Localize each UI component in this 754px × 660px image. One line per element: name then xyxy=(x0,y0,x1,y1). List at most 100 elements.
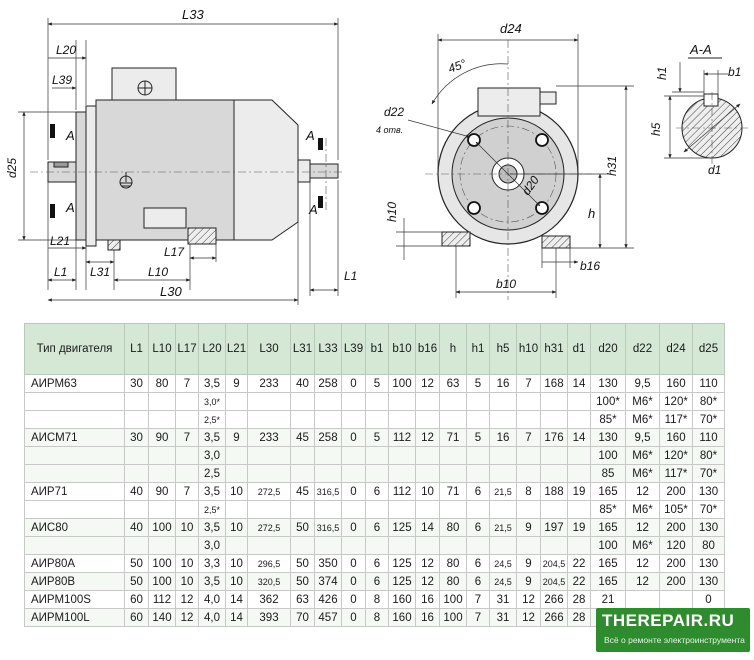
table-cell xyxy=(290,446,315,465)
cell-motor-type xyxy=(24,410,125,429)
table-cell: 3,5 xyxy=(198,482,226,501)
table-cell xyxy=(439,410,467,429)
table-cell: 120* xyxy=(659,446,693,465)
table-cell xyxy=(247,464,291,483)
table-cell: 105* xyxy=(659,500,693,519)
dim-l1-right: L1 xyxy=(344,269,357,283)
table-cell: 12 xyxy=(625,554,660,573)
table-cell: 63 xyxy=(439,374,467,393)
table-cell xyxy=(466,392,490,411)
table-cell: 200 xyxy=(659,518,693,537)
table-cell: 112 xyxy=(388,482,416,501)
table-cell: 100 xyxy=(439,590,467,609)
table-cell: 3,0* xyxy=(198,392,226,411)
dim-b10: b10 xyxy=(496,277,516,291)
watermark-title: THEREPAIR.RU xyxy=(602,611,735,630)
table-cell xyxy=(175,500,199,519)
table-cell xyxy=(466,464,490,483)
cell-motor-type: АИРМ63 xyxy=(24,374,125,393)
table-cell xyxy=(540,464,568,483)
table-cell: 2,5* xyxy=(198,500,226,519)
table-cell: 30 xyxy=(124,428,149,447)
table-cell: 6 xyxy=(466,518,490,537)
section-a-a: A-A h1 b1 h5 d1 xyxy=(649,42,748,177)
table-cell xyxy=(175,464,199,483)
table-cell: 130 xyxy=(590,374,626,393)
table-cell xyxy=(567,410,591,429)
table-cell: 50 xyxy=(290,518,315,537)
dim-b1: b1 xyxy=(728,65,741,79)
header-l31: L31 xyxy=(290,323,315,375)
fan-cover xyxy=(233,99,299,241)
table-cell: 14 xyxy=(225,608,248,627)
ground-icon xyxy=(119,172,133,189)
table-cell: 10 xyxy=(175,554,199,573)
table-cell: 40 xyxy=(124,518,149,537)
table-cell: 21,5 xyxy=(489,518,517,537)
dim-d24: d24 xyxy=(500,21,522,36)
table-cell: 362 xyxy=(247,590,291,609)
table-cell xyxy=(388,536,416,555)
table-cell xyxy=(225,446,248,465)
table-cell: 6 xyxy=(365,482,389,501)
table-cell: 200 xyxy=(659,482,693,501)
table-cell xyxy=(225,410,248,429)
table-cell: 130 xyxy=(692,518,725,537)
table-cell xyxy=(365,500,389,519)
section-title: A-A xyxy=(689,42,712,57)
table-cell: 200 xyxy=(659,554,693,573)
table-cell xyxy=(516,410,541,429)
foot-right xyxy=(541,235,571,249)
table-cell xyxy=(124,446,149,465)
table-cell xyxy=(567,392,591,411)
table-cell: 12 xyxy=(175,590,199,609)
table-cell: 90 xyxy=(148,482,176,501)
dim-b16: b16 xyxy=(580,259,600,273)
table-cell: 9 xyxy=(516,518,541,537)
table-cell: 130 xyxy=(692,482,725,501)
table-cell xyxy=(290,410,315,429)
header-motor-type: Тип двигателя xyxy=(24,323,125,375)
table-cell xyxy=(516,500,541,519)
table-cell: 266 xyxy=(540,608,568,627)
table-cell: 10 xyxy=(225,482,248,501)
table-cell: 3,5 xyxy=(198,374,226,393)
table-cell: 60 xyxy=(124,590,149,609)
table-cell: 12 xyxy=(415,428,440,447)
table-cell: 14 xyxy=(225,590,248,609)
table-cell: 258 xyxy=(314,374,342,393)
table-cell: 2,5* xyxy=(198,410,226,429)
table-cell: 233 xyxy=(247,428,291,447)
table-cell: 16 xyxy=(415,590,440,609)
table-cell xyxy=(625,590,660,609)
table-cell: 117* xyxy=(659,464,693,483)
table-cell: 12 xyxy=(625,518,660,537)
table-cell xyxy=(540,500,568,519)
table-cell: 165 xyxy=(590,554,626,573)
dim-h5: h5 xyxy=(649,122,663,136)
watermark-subtitle: Всё о ремонте электроинструмента xyxy=(604,635,745,645)
header-l20: L20 xyxy=(198,323,226,375)
flange-lip xyxy=(75,111,87,241)
table-cell xyxy=(489,446,517,465)
table-cell: 188 xyxy=(540,482,568,501)
cell-motor-type: АИР80В xyxy=(24,572,125,591)
header-b16: b16 xyxy=(415,323,440,375)
table-cell xyxy=(365,410,389,429)
table-cell: 100 xyxy=(590,446,626,465)
table-cell xyxy=(247,446,291,465)
table-cell: 130 xyxy=(590,428,626,447)
table-cell: 80 xyxy=(439,554,467,573)
table-cell: 28 xyxy=(567,590,591,609)
table-cell xyxy=(290,392,315,411)
section-mark-a: A xyxy=(308,202,318,217)
table-cell: 4,0 xyxy=(198,608,226,627)
table-cell: 5 xyxy=(365,428,389,447)
header-h: h xyxy=(439,323,467,375)
table-cell: 30 xyxy=(124,374,149,393)
table-cell: 393 xyxy=(247,608,291,627)
table-cell: 258 xyxy=(314,428,342,447)
